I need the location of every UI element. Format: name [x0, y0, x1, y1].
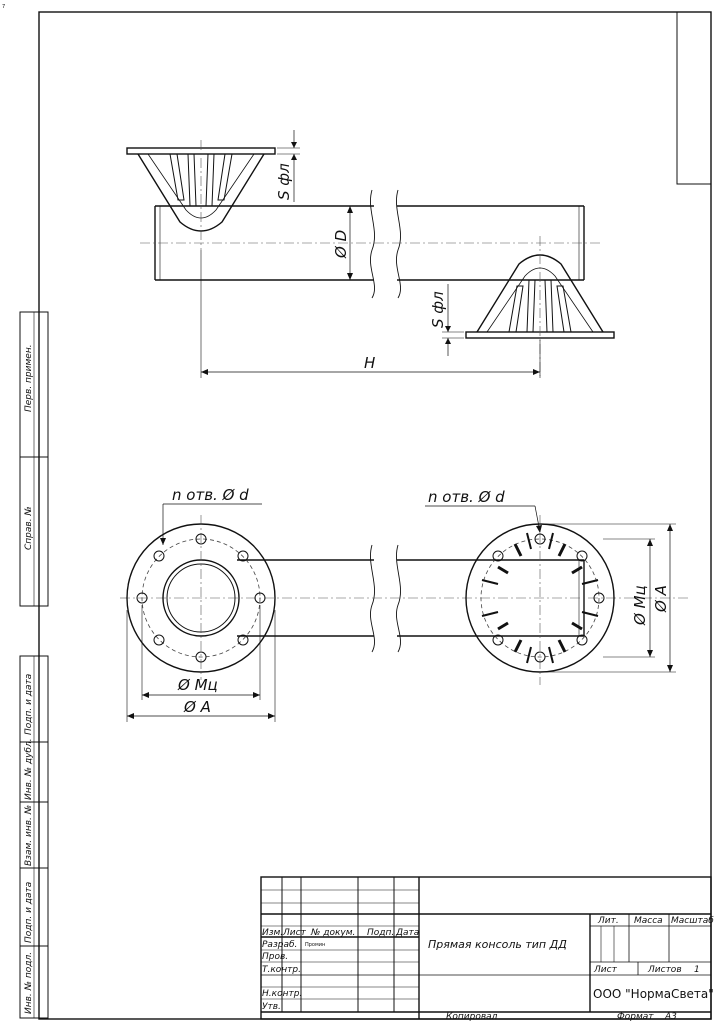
outer-diameter-label-right: Ø A: [652, 585, 670, 613]
tb-r-razrab: Разраб.: [262, 940, 297, 950]
side-inv-podl: Инв. № подл.: [24, 952, 34, 1014]
right-ribs: [481, 532, 599, 664]
left-bolt-holes: [136, 533, 266, 663]
tb-r-prov: Пров.: [262, 952, 288, 962]
tb-listov-label: Листов: [647, 965, 682, 975]
length-label: H: [364, 354, 375, 372]
tb-listov-value: 1: [694, 965, 700, 975]
tb-h-list: Лист: [282, 928, 307, 938]
tb-kopiroval: Копировал: [446, 1012, 498, 1022]
tb-h-podp: Подп.: [367, 928, 394, 938]
tb-list-label: Лист: [593, 965, 618, 975]
title-block: Изм. Лист № докум. Подп. Дата Разраб. Пр…: [260, 876, 714, 1022]
tb-h-doc: № докум.: [310, 928, 355, 938]
bolt-circle-label-right: Ø Мц: [631, 585, 649, 626]
holes-label-right: n отв. Ø d: [428, 488, 505, 506]
right-bolt-holes: [492, 533, 605, 663]
side-vzam-inv: Взам. инв. №: [24, 805, 34, 866]
side-podp-data-2: Подп. и дата: [24, 882, 34, 943]
corner-mark: 7: [2, 4, 5, 10]
top-view: S фл S фл Ø D H: [126, 130, 615, 378]
tb-r-nkontr: Н.контр.: [262, 989, 302, 999]
front-view: n отв. Ø d Ø Мц Ø A: [120, 486, 690, 722]
tb-r-utv: Утв.: [262, 1002, 281, 1012]
tb-h-massa: Масса: [634, 916, 663, 926]
side-perv-primen: Перв. примен.: [24, 344, 34, 412]
tb-format-value: А3: [664, 1012, 677, 1022]
sheet-frame: [38, 11, 712, 1020]
tb-h-izm: Изм.: [262, 928, 283, 938]
side-strip: Перв. примен. Справ. № Подп. и дата Инв.…: [19, 311, 49, 1019]
outer-diameter-label-left: Ø A: [183, 698, 211, 716]
pipe-diameter-label: Ø D: [332, 230, 350, 259]
tb-h-data: Дата: [395, 928, 419, 938]
holes-label-left: n отв. Ø d: [172, 486, 249, 504]
flange-thickness-label: S фл: [275, 163, 293, 200]
tb-h-masshtab: Масштаб: [671, 916, 714, 926]
side-sprav-no: Справ. №: [24, 506, 34, 550]
tb-title: Прямая консоль тип ДД: [428, 938, 567, 951]
tb-company: ООО "НормаСвета": [593, 987, 714, 1001]
bolt-circle-label-left: Ø Мц: [177, 676, 218, 694]
tb-razrab-name: Промин: [305, 942, 325, 948]
flange-thickness-label-2: S фл: [429, 291, 447, 328]
side-inv-dubl: Инв. № дубл.: [24, 738, 34, 800]
top-right-box: [676, 11, 712, 185]
side-podp-data-1: Подп. и дата: [24, 674, 34, 735]
tb-r-tkontr: Т.контр.: [262, 965, 301, 975]
tb-format-label: Формат: [617, 1012, 654, 1022]
tb-h-lit: Лит.: [597, 916, 619, 926]
